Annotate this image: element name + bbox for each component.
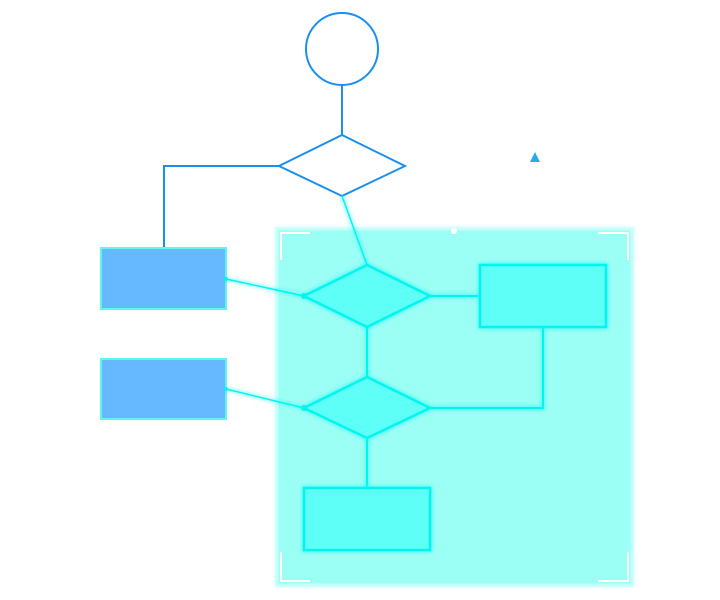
process-box-2[interactable] [100, 358, 227, 420]
connector-decision1-decision2[interactable] [341, 195, 368, 266]
selection-corner-handles[interactable] [280, 232, 629, 582]
connector-decision3-box3[interactable] [430, 327, 544, 409]
process-box-1[interactable] [100, 247, 227, 310]
connector-box1-decision2[interactable] [225, 278, 305, 297]
start-node[interactable] [305, 12, 379, 86]
triangle-marker-icon [530, 152, 540, 162]
decision-node-1[interactable] [276, 133, 408, 198]
decision-node-2[interactable] [301, 263, 433, 329]
decision-node-3[interactable] [301, 375, 433, 440]
process-box-3[interactable] [478, 263, 608, 329]
connector-box2-decision3[interactable] [225, 388, 305, 409]
connection-point [224, 387, 228, 391]
connector-decision-process[interactable] [163, 165, 279, 248]
selection-top-handle[interactable] [451, 228, 457, 234]
connection-point [224, 277, 228, 281]
process-box-4[interactable] [302, 486, 432, 552]
